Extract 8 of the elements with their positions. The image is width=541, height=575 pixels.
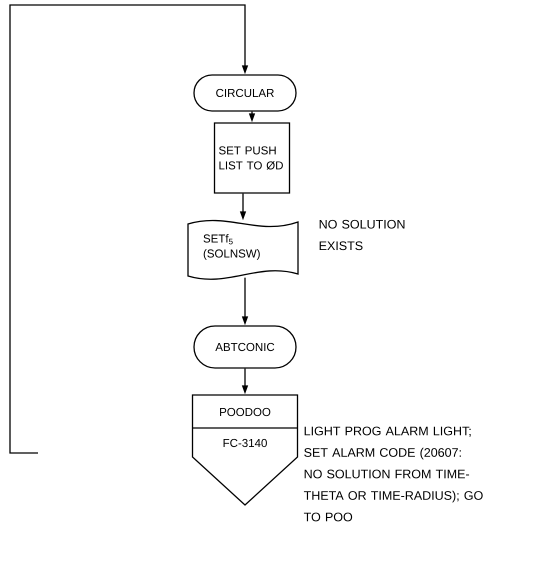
process-box: SET PUSH LIST TO ØD <box>214 122 290 194</box>
document-box: SETf$_{5}$ (SOLNSW) <box>187 220 299 280</box>
terminal-box: CIRCULAR <box>193 74 297 112</box>
note-text: LIGHT PROG ALARM LIGHT; SET ALARM CODE (20607: NO SOLUTION FROM TIME-THETA OR TIME-RADIUS); GO TO POO <box>304 426 483 522</box>
arrow <box>9 4 248 454</box>
note-text: NO SOLUTION EXISTS <box>320 220 404 250</box>
offpage-connector: POODOO FC-3140 <box>192 394 298 506</box>
terminal-box: ABTCONIC <box>193 325 297 369</box>
